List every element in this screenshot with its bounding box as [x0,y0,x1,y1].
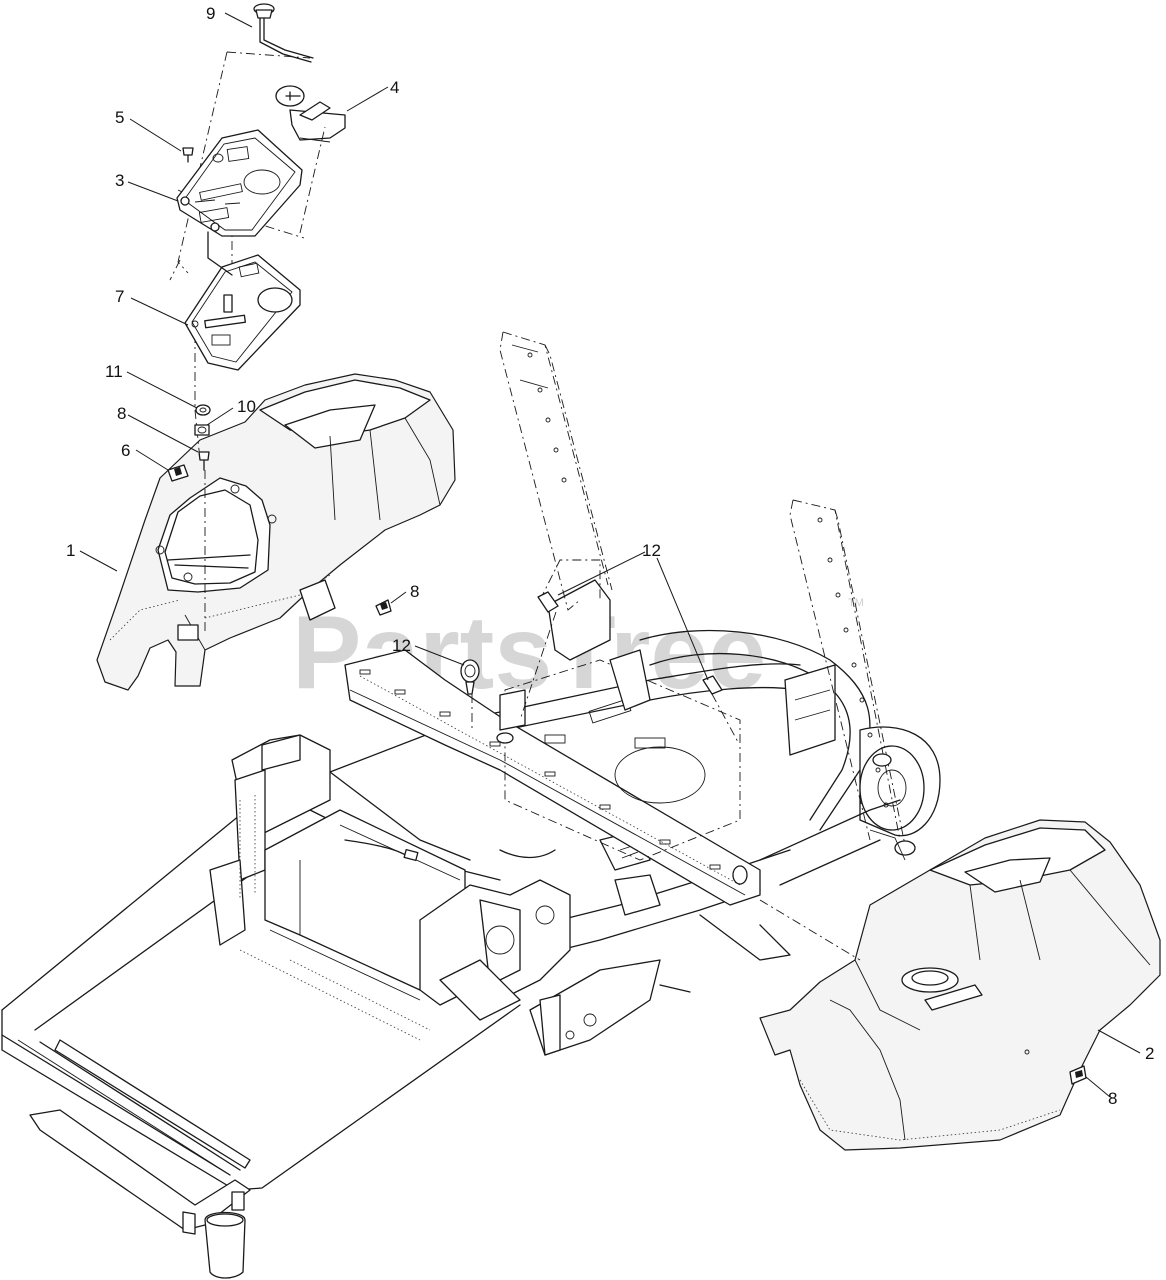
callout-5: 5 [115,108,124,127]
callout-8: 8 [117,404,126,423]
left-frame-plates [209,734,691,1056]
rear-cross-frame [344,579,836,906]
callout-8-right: 8 [1108,1089,1117,1108]
callout-10: 10 [237,397,256,416]
callout-4: 4 [390,78,399,97]
callout-6: 6 [121,441,130,460]
callout-12-lower: 12 [392,636,411,655]
callout-3: 3 [115,171,124,190]
callout-11: 11 [105,362,123,381]
part-1-left-console [96,373,456,691]
callout-7: 7 [115,287,124,306]
callout-12-upper: 12 [642,541,661,560]
rops-pillars [499,331,916,861]
callout-labels: 9 4 5 3 7 11 10 8 6 1 12 8 12 2 8 [66,4,1154,1108]
callout-leaders [79,12,1141,1098]
callout-2: 2 [1145,1044,1154,1063]
callout-8-console: 8 [410,582,419,601]
callout-9: 9 [206,4,215,23]
control-plate-assembly [167,3,392,616]
watermark-trademark: TM [848,597,864,609]
callout-1: 1 [66,541,75,560]
part-2-right-console [759,819,1161,1151]
part-12-clips [460,591,739,743]
